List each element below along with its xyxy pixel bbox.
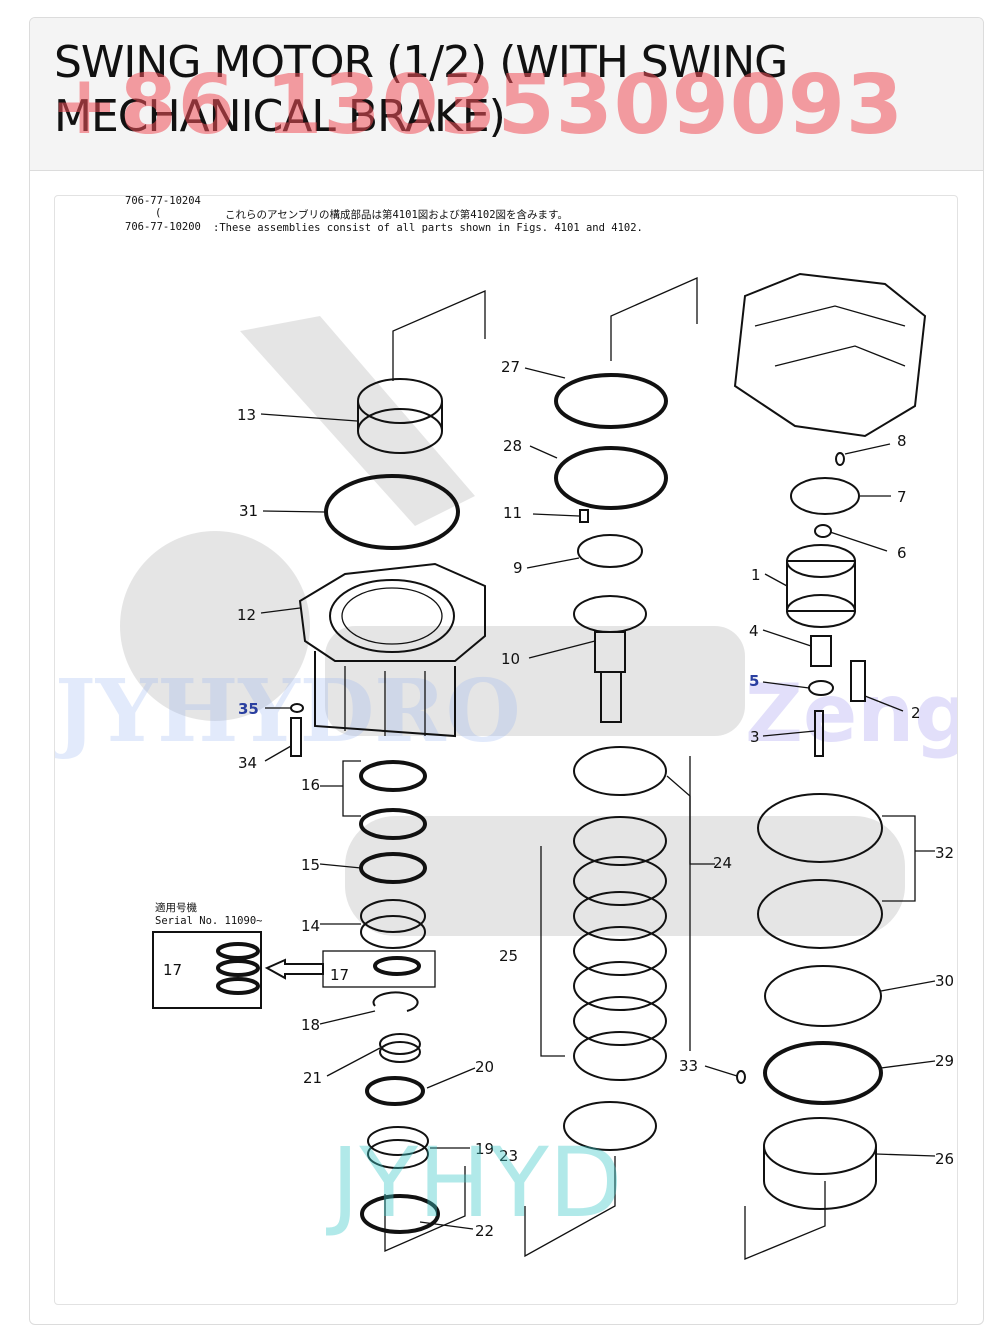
part-4-spring xyxy=(810,635,832,667)
label-26: 26 xyxy=(935,1150,954,1168)
label-6: 6 xyxy=(897,544,907,562)
label-7: 7 xyxy=(897,488,907,506)
label-30: 30 xyxy=(935,972,954,990)
part-13-bearing xyxy=(357,378,443,454)
label-29: 29 xyxy=(935,1052,954,1070)
part-18-snapring xyxy=(372,991,419,1012)
page-title: SWING MOTOR (1/2) (WITH SWING MECHANICAL… xyxy=(54,37,788,142)
part-30-ring xyxy=(764,965,882,1027)
label-15: 15 xyxy=(301,856,320,874)
card-header: SWING MOTOR (1/2) (WITH SWING MECHANICAL… xyxy=(30,18,983,171)
label-5: 5 xyxy=(749,672,759,690)
label-32: 32 xyxy=(935,844,954,862)
part-32-ring-b xyxy=(757,879,883,949)
part-9-plate xyxy=(577,534,643,568)
diagram-svg: JYHYDRO Zeng 706-77-10204 ( 706-77-10200… xyxy=(55,196,957,1260)
label-3: 3 xyxy=(750,728,760,746)
label-35: 35 xyxy=(238,700,259,718)
watermark-jyhyd: JYHYD xyxy=(326,1127,623,1239)
part-34-bolt xyxy=(290,717,302,757)
part-7-plate xyxy=(790,477,860,515)
label-9: 9 xyxy=(513,559,523,577)
part-26-cover xyxy=(763,1117,877,1210)
label-21: 21 xyxy=(303,1069,322,1087)
label-27: 27 xyxy=(501,358,520,376)
part-21-seal xyxy=(379,1033,421,1063)
label-16: 16 xyxy=(301,776,320,794)
watermark-jyhydro: JYHYDRO xyxy=(55,661,521,762)
exploded-parts-diagram: JYHYDRO Zeng 706-77-10204 ( 706-77-10200… xyxy=(54,195,958,1305)
part-3-rod xyxy=(814,710,824,757)
label-28: 28 xyxy=(503,437,522,455)
header-bracket: ( xyxy=(155,207,161,219)
label-25: 25 xyxy=(499,947,518,965)
part-22-snapring xyxy=(360,1194,440,1234)
valve-block xyxy=(733,272,927,438)
part-10-shaft xyxy=(573,595,647,723)
part-12-housing xyxy=(298,562,486,738)
label-11: 11 xyxy=(503,504,522,522)
header-note-jp: これらのアセンブリの構成部品は第4101図および第4102図を含みます。 xyxy=(225,208,568,221)
serial-label: Serial No. 11090~ xyxy=(155,915,262,927)
header-part-no-1: 706-77-10204 xyxy=(125,196,201,207)
part-19-collar xyxy=(367,1126,429,1169)
part-31-oring xyxy=(324,474,460,550)
label-4: 4 xyxy=(749,622,759,640)
part-27-oring xyxy=(554,373,668,429)
label-31: 31 xyxy=(239,502,258,520)
label-33: 33 xyxy=(679,1057,698,1075)
label-14: 14 xyxy=(301,917,320,935)
part-2-piston xyxy=(850,660,866,702)
leader-lines xyxy=(260,367,936,1230)
part-6-spring xyxy=(814,524,832,538)
part-8-pin xyxy=(835,452,845,466)
part-32-ring-a xyxy=(757,793,883,863)
part-16-rings xyxy=(359,760,427,840)
serial-jp: 適用号機 xyxy=(155,901,197,914)
part-24-25-plates xyxy=(573,746,667,1081)
label-22: 22 xyxy=(475,1222,494,1240)
part-29-oring xyxy=(763,1041,883,1105)
label-1: 1 xyxy=(751,566,761,584)
label-18: 18 xyxy=(301,1016,320,1034)
part-23-plate xyxy=(563,1101,657,1151)
part-20-oring xyxy=(365,1076,425,1106)
label-8: 8 xyxy=(897,432,907,450)
label-23: 23 xyxy=(499,1147,518,1165)
part-1-cylinder xyxy=(786,544,856,628)
label-17: 17 xyxy=(330,966,349,984)
label-12: 12 xyxy=(237,606,256,624)
label-19: 19 xyxy=(475,1140,494,1158)
phone-watermark: +86 13035309093 xyxy=(50,58,904,153)
label-34: 34 xyxy=(238,754,257,772)
header-note-en: :These assemblies consist of all parts s… xyxy=(213,222,643,234)
label-10: 10 xyxy=(501,650,520,668)
label-24: 24 xyxy=(713,854,732,872)
label-2: 2 xyxy=(911,704,921,722)
label-13: 13 xyxy=(237,406,256,424)
label-17-serial: 17 xyxy=(163,961,182,979)
part-28-ring xyxy=(554,446,668,510)
part-11-bolt xyxy=(579,509,589,523)
header-part-no-2: 706-77-10200 xyxy=(125,221,201,233)
part-33-pin xyxy=(736,1070,746,1084)
part-14-bearing xyxy=(360,899,426,949)
label-20: 20 xyxy=(475,1058,494,1076)
serial-box xyxy=(152,931,324,1009)
